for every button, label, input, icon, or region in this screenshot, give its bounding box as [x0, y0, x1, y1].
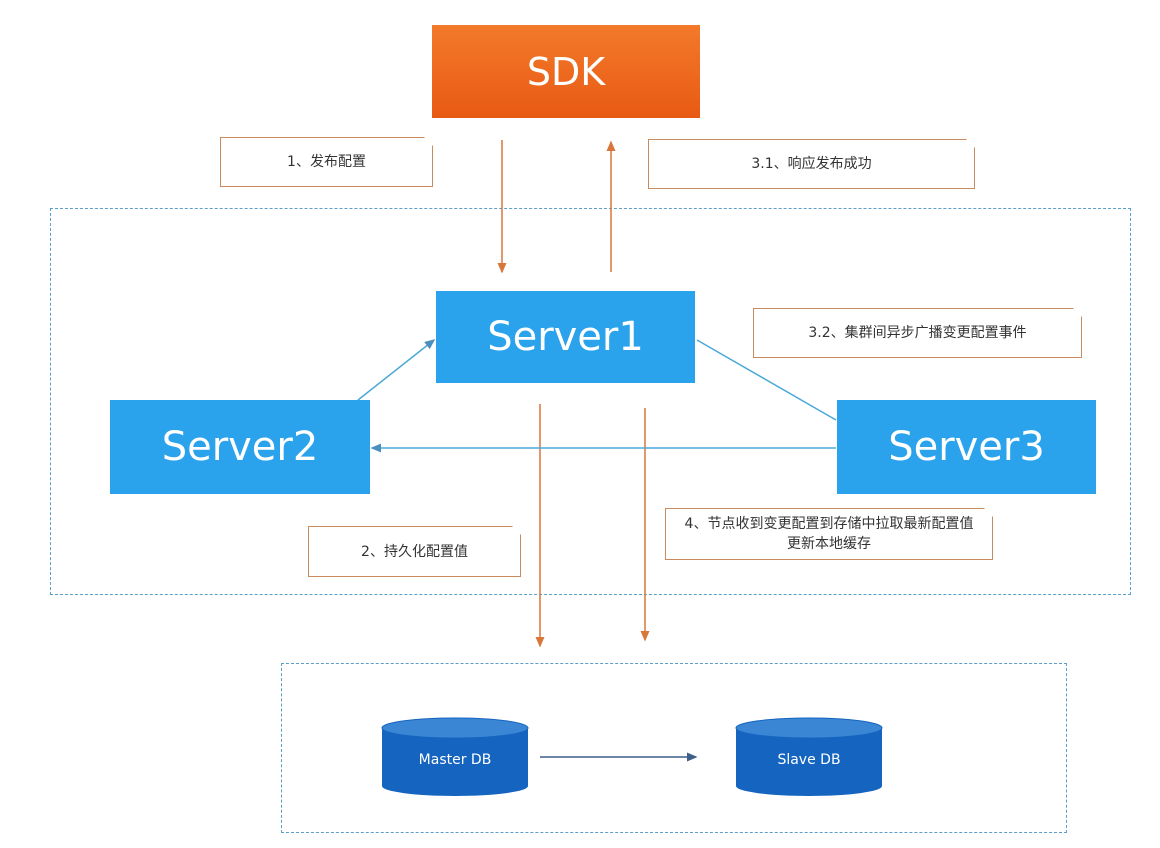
note-step3-1: 3.1、响应发布成功	[648, 139, 975, 189]
server1-label: Server1	[487, 314, 644, 360]
master-db-cylinder	[381, 717, 529, 796]
slave-db-cylinder	[735, 717, 883, 796]
server3-box: Server3	[837, 400, 1096, 494]
server1-box: Server1	[436, 291, 695, 383]
server2-server1-link	[357, 339, 436, 401]
server2-box: Server2	[110, 400, 370, 494]
slave-db-label: Slave DB	[777, 752, 841, 768]
note-step4: 4、节点收到变更配置到存储中拉取最新配置值更新本地缓存	[665, 508, 993, 560]
server3-label: Server3	[888, 424, 1045, 470]
note-step3-2: 3.2、集群间异步广播变更配置事件	[753, 308, 1082, 358]
sdk-label: SDK	[526, 49, 606, 94]
server1-server3-link	[696, 339, 837, 421]
note-step1: 1、发布配置	[220, 137, 433, 187]
note-step2: 2、持久化配置值	[308, 526, 521, 577]
sdk-box: SDK	[432, 25, 700, 118]
server2-label: Server2	[161, 424, 319, 470]
server-cluster-zone	[50, 208, 1131, 595]
master-db-label: Master DB	[418, 752, 492, 768]
storage-zone	[281, 663, 1067, 833]
